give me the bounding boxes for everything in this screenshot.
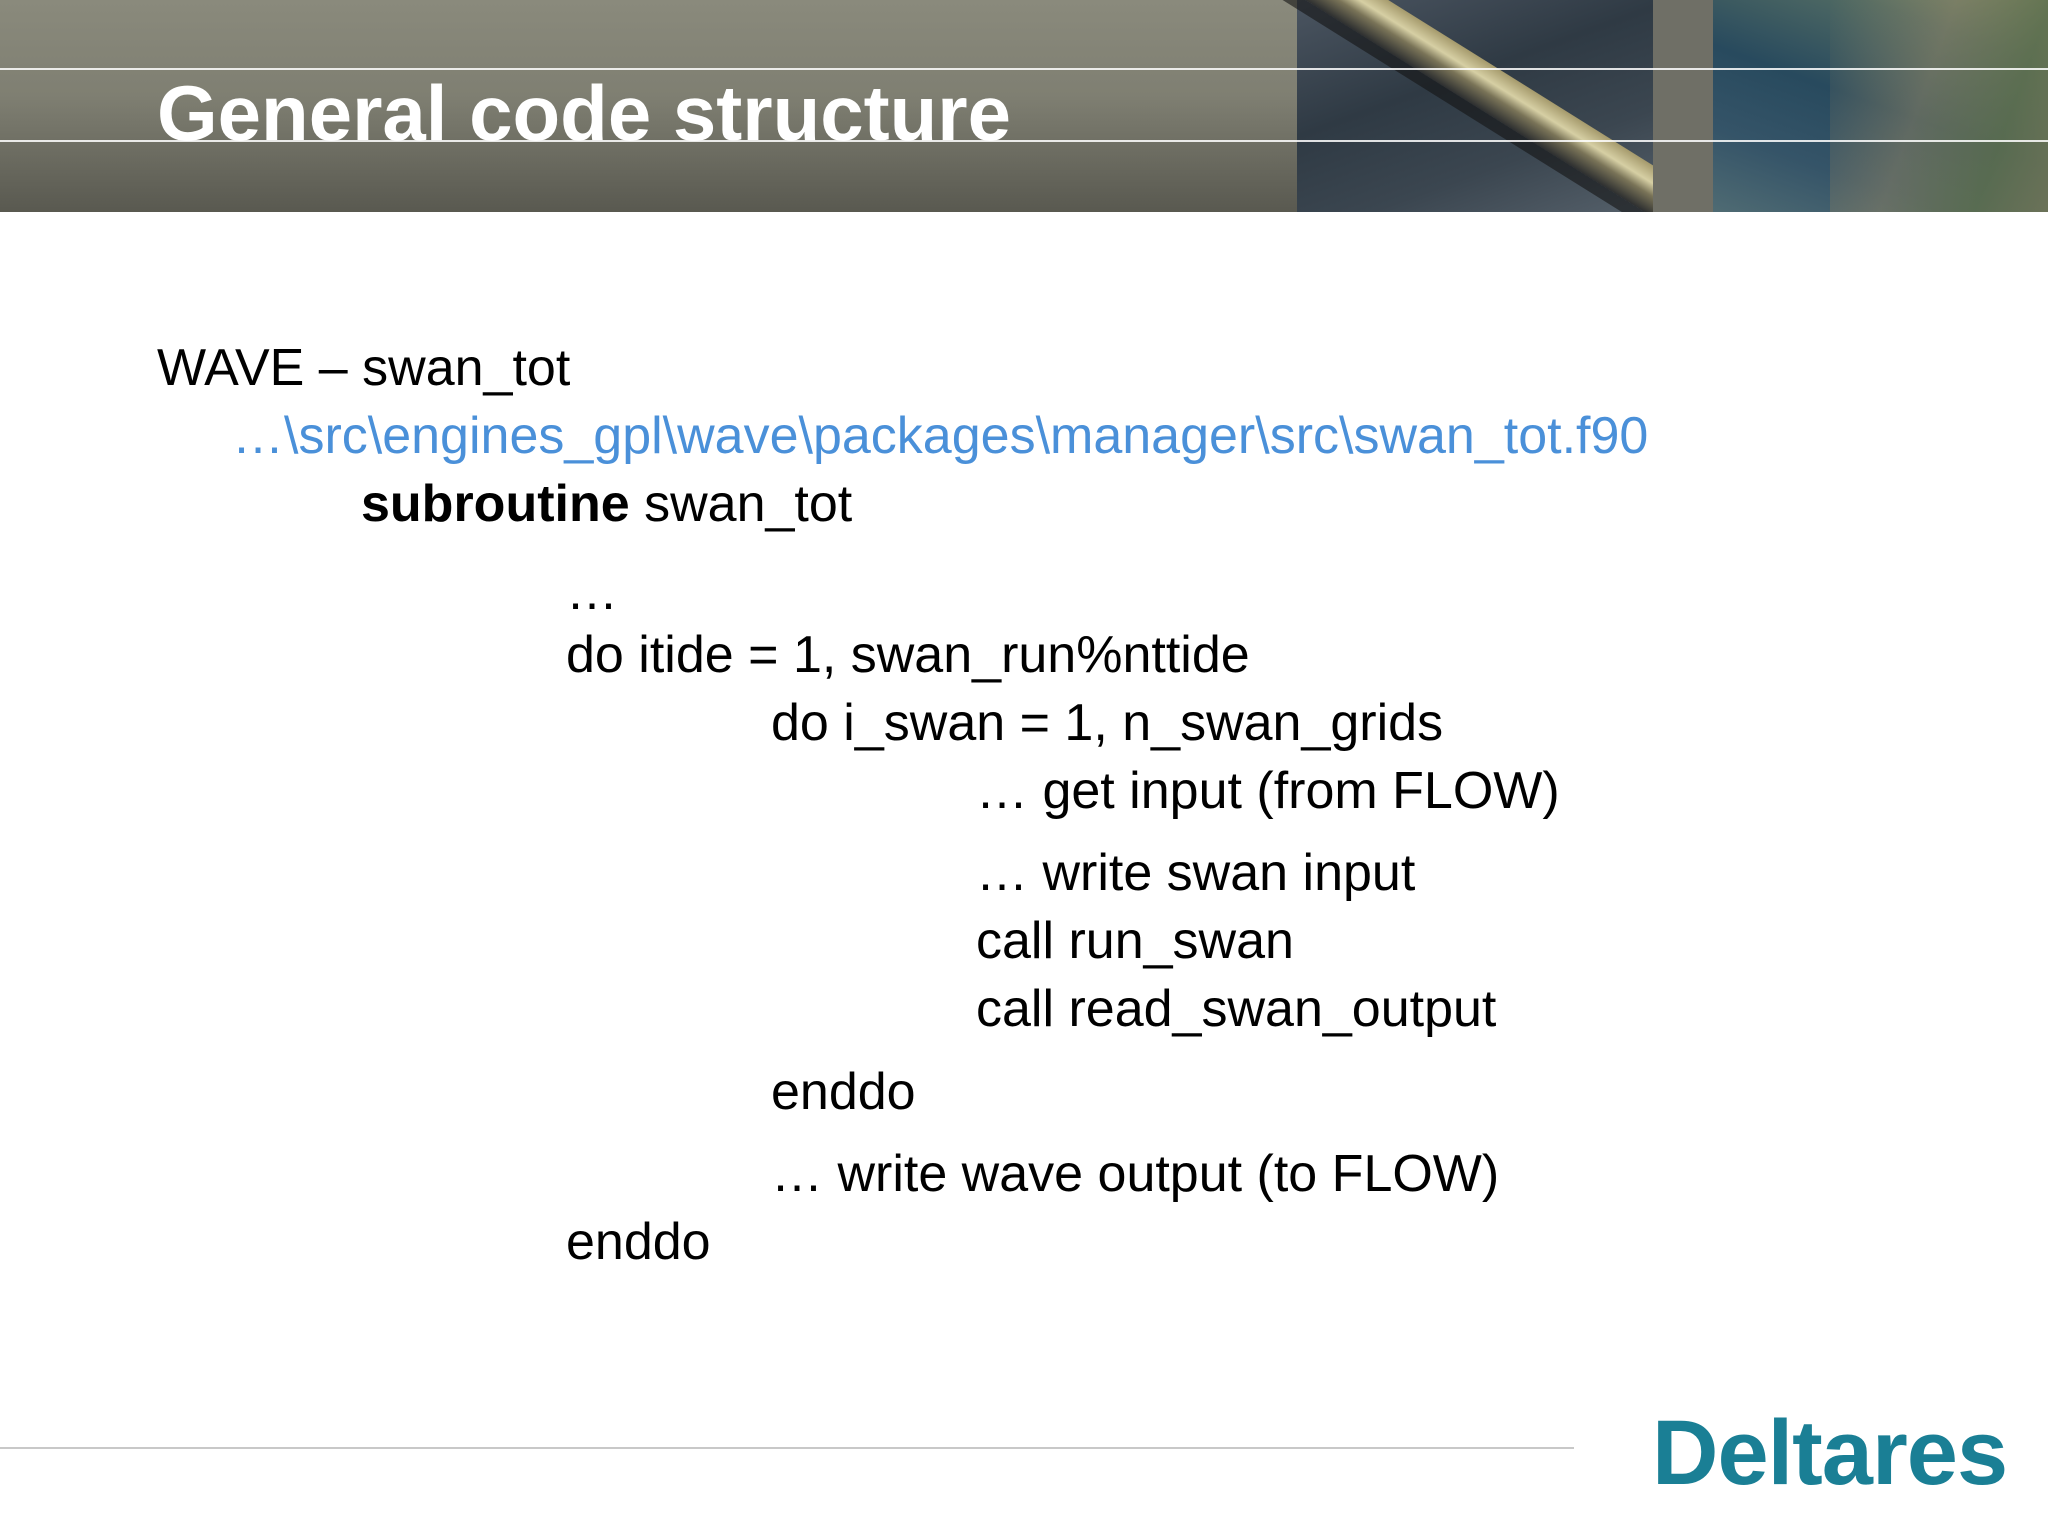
code-line-get-input: … get input (from FLOW) xyxy=(976,762,1560,820)
code-line-path: …\src\engines_gpl\wave\packages\manager\… xyxy=(232,407,1649,465)
slide-title: General code structure xyxy=(157,69,1011,157)
code-line-call-run-swan: call run_swan xyxy=(976,912,1294,970)
aerial-shore xyxy=(1830,0,2048,212)
code-line-ellipsis: … xyxy=(566,563,618,621)
header-line-top xyxy=(0,68,2048,70)
code-line-do-iswan: do i_swan = 1, n_swan_grids xyxy=(771,694,1444,752)
slide-header: General code structure xyxy=(0,0,2048,212)
code-line-enddo-outer: enddo xyxy=(566,1213,711,1271)
footer-rule xyxy=(0,1447,1574,1449)
header-line-bottom xyxy=(0,140,2048,142)
subroutine-keyword: subroutine xyxy=(361,475,630,533)
code-line-do-itide: do itide = 1, swan_run%nttide xyxy=(566,626,1250,684)
code-line-write-swan-input: … write swan input xyxy=(976,844,1416,902)
code-line-subroutine: subroutine swan_tot xyxy=(361,474,852,534)
deltares-logo: Deltares xyxy=(1652,1402,2008,1504)
header-divider xyxy=(1653,0,1713,212)
code-line-module: WAVE – swan_tot xyxy=(157,339,571,397)
code-line-enddo-inner: enddo xyxy=(771,1063,916,1121)
subroutine-name: swan_tot xyxy=(629,475,853,533)
code-line-call-read-output: call read_swan_output xyxy=(976,980,1497,1038)
code-line-write-wave-output: … write wave output (to FLOW) xyxy=(771,1145,1500,1203)
